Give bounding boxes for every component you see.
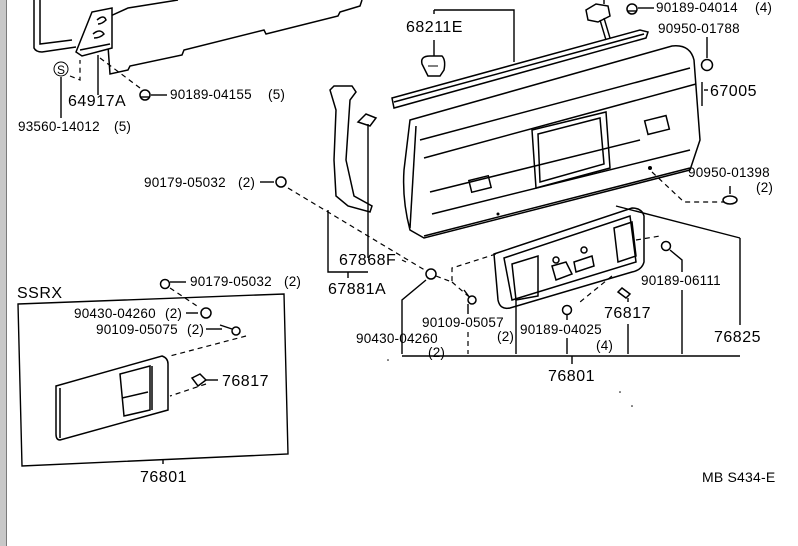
qty-90189-04014: (4) <box>755 0 772 15</box>
socket-76817-b <box>616 287 632 299</box>
callout-76801-b[interactable]: 76801 <box>548 368 595 385</box>
callout-90179-05032-b[interactable]: 90179-05032 <box>190 274 272 289</box>
screw-90109-05075 <box>219 324 241 336</box>
screw-90109-05057 <box>463 289 477 305</box>
screw-90189-04025 <box>561 304 573 316</box>
qty-90179-05032-a: (2) <box>238 175 255 190</box>
qty-90189-04025: (4) <box>596 338 613 353</box>
symbol-s-text: S <box>57 63 65 77</box>
callout-90950-01398[interactable]: 90950-01398 <box>688 165 770 180</box>
bolt-90189-04014 <box>626 3 638 15</box>
callout-76825[interactable]: 76825 <box>714 329 761 346</box>
callout-64917A[interactable]: 64917A <box>68 93 126 110</box>
hinge-bracket-drawing <box>75 7 113 57</box>
qty-90430-04260-b: (2) <box>428 345 445 360</box>
door-side-trim-drawing <box>329 85 373 213</box>
callout-76801-a[interactable]: 76801 <box>140 469 187 486</box>
quarter-panel-drawing <box>33 0 363 75</box>
callout-90189-04025[interactable]: 90189-04025 <box>520 322 602 337</box>
callout-93560-14012[interactable]: 93560-14012 <box>18 119 100 134</box>
back-door-panel-drawing <box>402 45 701 239</box>
qty-90109-05057: (2) <box>497 329 514 344</box>
callout-76817-a[interactable]: 76817 <box>222 373 269 390</box>
nut-90430-04260-b <box>425 268 437 280</box>
callout-67005[interactable]: 67005 <box>710 83 757 100</box>
qty-90950-01398: (2) <box>756 180 773 195</box>
ssrx-garnish-panel-drawing <box>55 355 169 441</box>
qty-90109-05075: (2) <box>187 322 204 337</box>
qty-90179-05032-b: (2) <box>284 274 301 289</box>
diagram-code: MB S434-E <box>702 469 775 485</box>
callout-90950-01788[interactable]: 90950-01788 <box>658 21 740 36</box>
qty-90430-04260-a: (2) <box>165 306 182 321</box>
screw-90189-04155 <box>139 89 151 101</box>
hinge-top-right <box>585 0 611 41</box>
callout-90189-06111[interactable]: 90189-06111 <box>641 273 721 288</box>
clip-68211E <box>420 55 446 77</box>
clip-small-drawing <box>356 113 378 127</box>
plug-90950-01788 <box>700 58 714 72</box>
callout-90189-04155[interactable]: 90189-04155 <box>170 87 252 102</box>
callout-76817-b[interactable]: 76817 <box>604 305 651 322</box>
viewer-left-border <box>0 0 7 546</box>
license-lamp-housing-drawing <box>493 207 645 310</box>
nut-90430-04260-a <box>200 307 212 319</box>
callout-90189-04014[interactable]: 90189-04014 <box>656 0 738 15</box>
callout-90430-04260-a[interactable]: 90430-04260 <box>74 306 156 321</box>
callout-90109-05075[interactable]: 90109-05075 <box>96 322 178 337</box>
screw-90189-06111 <box>660 240 672 252</box>
plug-90950-01398 <box>722 195 738 205</box>
qty-93560-14012: (5) <box>114 119 131 134</box>
callout-67881A[interactable]: 67881A <box>328 281 386 298</box>
clip-90179-05032-a <box>275 176 287 188</box>
ssrx-group-box <box>17 293 289 467</box>
clip-90179-05032-b <box>159 278 171 290</box>
callout-90179-05032-a[interactable]: 90179-05032 <box>144 175 226 190</box>
callout-67868F[interactable]: 67868F <box>339 252 396 269</box>
callout-90430-04260-b[interactable]: 90430-04260 <box>356 331 438 346</box>
group-label-ssrx: SSRX <box>17 285 63 302</box>
weatherstrip-drawing <box>391 29 649 109</box>
symbol-s-mark: S <box>53 61 69 77</box>
callout-90109-05057[interactable]: 90109-05057 <box>422 315 504 330</box>
qty-90189-04155: (5) <box>268 87 285 102</box>
callout-68211E[interactable]: 68211E <box>406 19 463 36</box>
